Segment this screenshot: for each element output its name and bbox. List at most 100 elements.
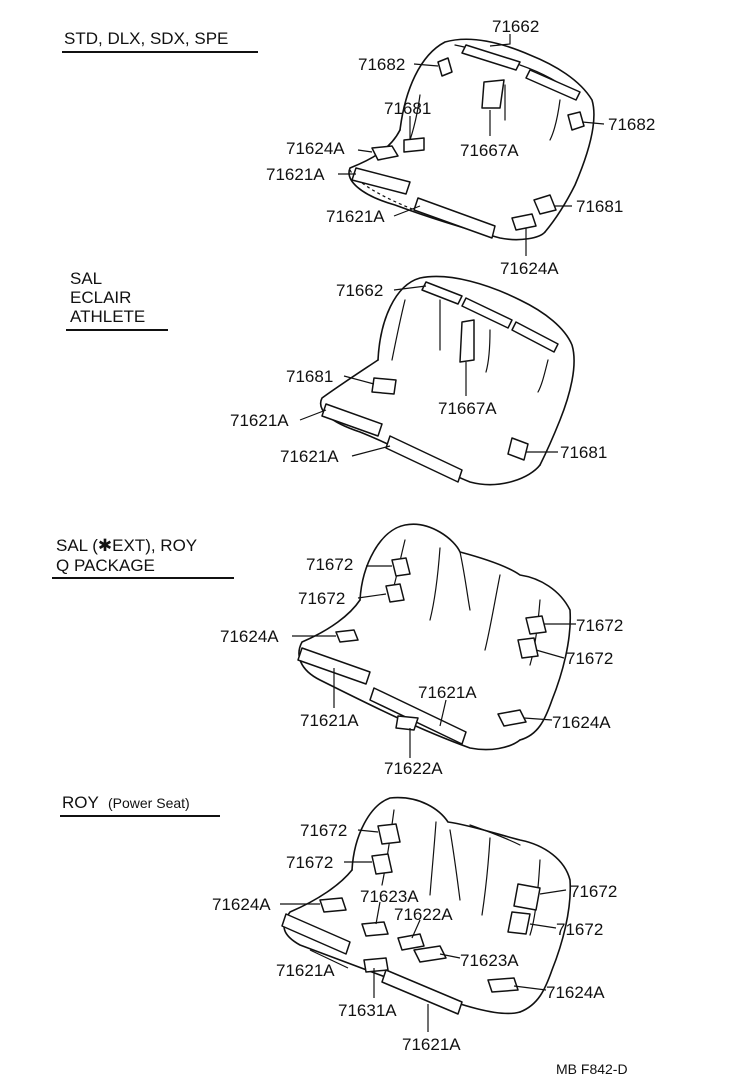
part-71622A (397, 933, 425, 951)
section-4-heading-line-2: (Power Seat) (108, 795, 190, 811)
label-71681-right: 71681 (576, 197, 623, 216)
leader-71624A-left (357, 149, 373, 153)
part-71672-a (391, 557, 411, 577)
label-71681-left: 71681 (384, 99, 431, 118)
section-2-heading-line-3: ATHLETE (70, 307, 145, 326)
label-71667A: 71667A (460, 141, 519, 160)
part-71672-a (377, 823, 401, 845)
leader-71624A-right (513, 985, 547, 991)
leader-71621A-center (393, 205, 421, 217)
part-71621A-left (297, 647, 371, 685)
part-71624A-left (335, 629, 359, 643)
part-71681-right (507, 437, 529, 461)
leader-71672-d (535, 649, 565, 659)
part-71621A-center (369, 687, 467, 745)
part-71621A-center (381, 969, 463, 1015)
label-71624A-left: 71624A (286, 139, 345, 158)
part-71624A-left (319, 897, 347, 913)
section-1-heading: STD, DLX, SDX, SPE (64, 29, 228, 48)
part-71682-right (567, 111, 585, 131)
label-71672-a: 71672 (306, 555, 353, 574)
section-3: SAL (✱EXT), ROY Q PACKAGE 71672 (52, 523, 623, 778)
label-71621A-left: 71621A (276, 961, 335, 980)
label-71672-d: 71672 (556, 920, 603, 939)
label-71672-c: 71672 (576, 616, 623, 635)
part-71672-c (525, 615, 547, 635)
footer-code: MB F842-D (556, 1061, 628, 1077)
part-71621A-center (413, 197, 496, 239)
part-71672-b (371, 853, 393, 875)
leader-71662 (489, 34, 511, 47)
label-71621A-center: 71621A (402, 1035, 461, 1054)
leader-71681-left (343, 375, 375, 385)
leader-71621A-center (439, 699, 447, 727)
label-71621A-left: 71621A (266, 165, 325, 184)
section-4-heading-line-1: ROY (62, 793, 99, 812)
part-71667A (459, 319, 475, 363)
label-71667A: 71667A (438, 399, 497, 418)
section-1: STD, DLX, SDX, SPE 7166 (62, 17, 655, 278)
section-2-heading-line-1: SAL (70, 269, 102, 288)
label-71672-b: 71672 (286, 853, 333, 872)
seat-outline-3 (298, 523, 572, 751)
section-3-heading-line-1: SAL (✱EXT), ROY (56, 536, 197, 555)
label-71682-left: 71682 (358, 55, 405, 74)
label-71672-b: 71672 (298, 589, 345, 608)
part-71621A-lower (385, 435, 463, 483)
part-71667A (481, 79, 505, 109)
part-71681-right (533, 194, 557, 215)
leader-71672-c (539, 889, 567, 895)
part-71672-c (513, 883, 541, 911)
section-2: SAL ECLAIR ATHLETE 71662 71681 71667A 71… (66, 269, 607, 486)
label-71621A-left: 71621A (300, 711, 359, 730)
label-71621A-upper: 71621A (230, 411, 289, 430)
label-71682-right: 71682 (608, 115, 655, 134)
section-3-heading-line-2: Q PACKAGE (56, 556, 155, 575)
label-71681-left: 71681 (286, 367, 333, 386)
part-71621A-left (281, 913, 351, 955)
leader-71623A-left (375, 901, 381, 925)
part-71662-bar-a (421, 281, 463, 305)
label-71621A-center: 71621A (418, 683, 477, 702)
label-71624A-left: 71624A (220, 627, 279, 646)
label-71622A: 71622A (384, 759, 443, 778)
part-71681-left (371, 377, 397, 395)
part-71624A-right (487, 977, 519, 993)
part-71682-left (437, 57, 453, 77)
leader-71621A-upper (299, 409, 327, 421)
leader-71682-left (413, 63, 439, 67)
label-71681-right: 71681 (560, 443, 607, 462)
label-71662: 71662 (336, 281, 383, 300)
label-71623A-left: 71623A (360, 887, 419, 906)
part-71672-b (385, 583, 405, 603)
label-71624A-right: 71624A (552, 713, 611, 732)
section-4: ROY (Power Seat) (60, 793, 617, 1054)
part-71624A-right (511, 213, 537, 231)
part-71672-d (517, 637, 539, 659)
leader-71622A (411, 919, 421, 939)
part-71662-bar-right (525, 69, 581, 101)
label-71672-c: 71672 (570, 882, 617, 901)
part-71681-left (403, 137, 425, 153)
label-71624A-left: 71624A (212, 895, 271, 914)
leader-71621A-lower (351, 445, 391, 457)
part-71623A-left (361, 921, 389, 937)
leader-71672-a (357, 829, 379, 833)
label-71631A: 71631A (338, 1001, 397, 1020)
label-71623A-right: 71623A (460, 951, 519, 970)
label-71662: 71662 (492, 17, 539, 36)
part-71662-top-bar (461, 44, 521, 71)
section-2-heading-line-2: ECLAIR (70, 288, 131, 307)
part-71623A-right (413, 945, 447, 963)
part-71672-d (507, 911, 531, 935)
label-71624A-right: 71624A (500, 259, 559, 278)
part-71624A-left (371, 145, 399, 161)
leader-71623A-right (439, 953, 461, 959)
part-71621A-upper (321, 403, 383, 437)
part-71624A-right (497, 709, 527, 727)
label-71672-d: 71672 (566, 649, 613, 668)
part-71631A (363, 957, 389, 973)
part-71662-bar-c (511, 321, 559, 353)
label-71624A-right: 71624A (546, 983, 605, 1002)
